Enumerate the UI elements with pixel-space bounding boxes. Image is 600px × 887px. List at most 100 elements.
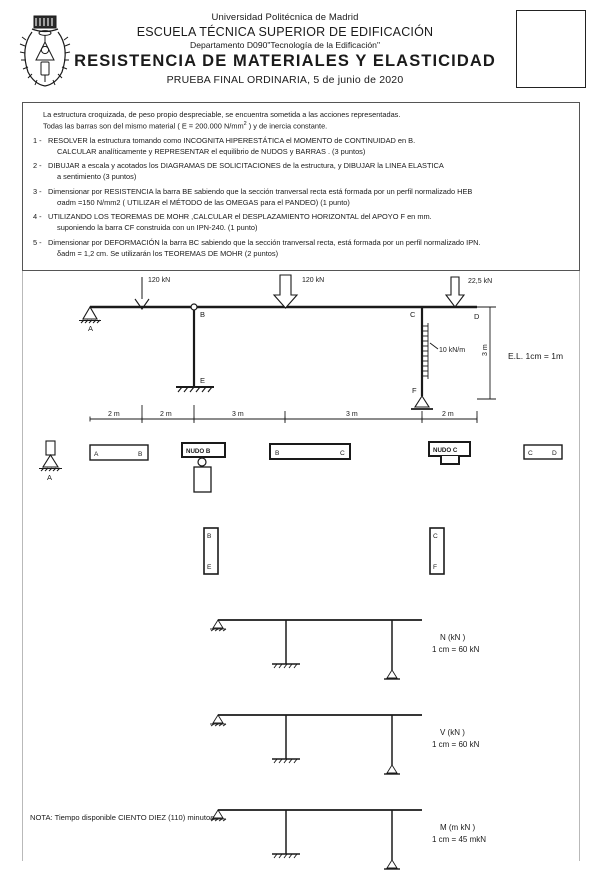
statement-item-3: 3 - Dimensionar por RESISTENCIA la barra…	[33, 187, 571, 208]
dimension-label-3: 3 m	[232, 411, 244, 418]
statement-item-5-line-2: δadm = 1,2 cm. Se utilizarán los TEOREMA…	[57, 248, 279, 258]
school-name: ESCUELA TÉCNICA SUPERIOR DE EDIFICACIÓN	[136, 25, 434, 39]
statement-item-1-number: 1 -	[33, 135, 42, 145]
footer-note: NOTA: Tiempo disponible CIENTO DIEZ (110…	[30, 813, 217, 822]
moment-diagram-title: M (m kN )	[440, 823, 475, 832]
moment-support-f	[384, 859, 400, 870]
node-label-a: A	[88, 324, 93, 333]
statement-item-5-number: 5 -	[33, 237, 42, 247]
dimension-chain	[89, 405, 478, 424]
freebody-node-b-label: NUDO B	[186, 448, 211, 455]
drawing-scale-label: E.L. 1cm = 1m	[508, 351, 563, 361]
support-f	[411, 395, 433, 411]
freebody-node-b-column	[193, 466, 212, 493]
hinge-at-b	[190, 303, 198, 311]
axial-diagram-scale: 1 cm = 60 kN	[432, 645, 480, 654]
shear-support-e	[272, 758, 300, 764]
statement-item-3-line-1: Dimensionar por RESISTENCIA la barra BE …	[48, 186, 473, 196]
dimension-label-5: 2 m	[442, 411, 454, 418]
node-label-b: B	[200, 310, 205, 319]
dimension-label-2: 2 m	[160, 411, 172, 418]
statement-item-4-line-1: UTILIZANDO LOS TEOREMAS DE MOHR ,CALCULA…	[48, 212, 432, 222]
dimension-label-1: 2 m	[108, 411, 120, 418]
freebody-bar-be-top-label: B	[207, 533, 212, 540]
statement-item-4-number: 4 -	[33, 212, 42, 222]
freebody-bar-bc	[269, 443, 351, 461]
support-e	[176, 386, 214, 393]
structure-diagram: A E F B C D 120 kN 120 kN	[79, 274, 563, 424]
shear-support-a	[210, 714, 227, 727]
exam-subtitle: PRUEBA FINAL ORDINARIA, 5 de junio de 20…	[166, 74, 404, 86]
axial-diagram-title: N (kN )	[440, 633, 466, 642]
axial-support-a	[210, 619, 227, 632]
statement-item-5: 5 - Dimensionar por DEFORMACIÓN la barra…	[33, 238, 571, 259]
statement-item-5-line-1: Dimensionar por DEFORMACIÓN la barra BC …	[48, 237, 481, 247]
freebody-support-a-label: A	[47, 473, 52, 482]
load-arrow-1	[134, 277, 150, 311]
vertical-dimension-line	[477, 306, 496, 400]
freebody-row-2: B E C F	[203, 527, 445, 576]
statement-item-1: 1 - RESOLVER la estructura tomando como …	[33, 136, 571, 157]
student-name-box	[516, 10, 586, 88]
node-label-d: D	[474, 312, 480, 321]
sheet-right-rule	[579, 271, 580, 862]
freebody-node-c	[428, 441, 471, 466]
freebody-bar-bc-right-label: C	[340, 450, 345, 457]
load-arrow-3	[444, 276, 466, 309]
node-label-c: C	[410, 310, 416, 319]
freebody-bar-be-bottom-label: E	[207, 564, 212, 571]
sheet-left-rule	[22, 271, 23, 862]
freebody-bar-ab-right-label: B	[138, 451, 143, 458]
dimension-label-4: 3 m	[346, 411, 358, 418]
diagram-template-shear: V (kN ) 1 cm = 60 kN	[210, 714, 480, 775]
shear-support-f	[384, 764, 400, 775]
page-title: RESISTENCIA DE MATERIALES Y ELASTICIDAD	[74, 52, 496, 70]
statement-item-2-line-2: a sentimiento (3 puntos)	[57, 172, 137, 182]
drawing-sheet: A E F B C D 120 kN 120 kN	[22, 271, 580, 870]
load-arrow-2	[272, 274, 299, 310]
moment-support-e	[272, 853, 300, 859]
statement-intro-line-1: La estructura croquizada, de peso propio…	[43, 110, 401, 119]
problem-statement-box: La estructura croquizada, de peso propio…	[22, 102, 580, 272]
load-label-2: 120 kN	[302, 277, 324, 284]
statement-item-4-line-2: suponiendo la barra CF construida con un…	[57, 223, 258, 233]
statement-item-1-line-1: RESOLVER la estructura tomando como INCO…	[48, 135, 416, 145]
axial-support-f	[384, 669, 400, 680]
university-crest-icon	[19, 15, 71, 87]
node-label-e: E	[200, 376, 205, 385]
freebody-bar-cd-left-label: C	[528, 450, 533, 457]
document-header: Universidad Politécnica de Madrid ESCUEL…	[0, 0, 600, 96]
distributed-load-label: 10 kN/m	[439, 347, 465, 354]
statement-item-2-line-1: DIBUJAR a escala y acotados los DIAGRAMA…	[48, 161, 444, 171]
freebody-bar-be	[203, 527, 219, 576]
statement-item-2: 2 - DIBUJAR a escala y acotados los DIAG…	[33, 161, 571, 182]
shear-diagram-scale: 1 cm = 60 kN	[432, 740, 480, 749]
axial-support-e	[272, 663, 300, 669]
freebody-node-c-label: NUDO C	[433, 447, 458, 454]
freebody-node-b	[181, 442, 226, 459]
freebody-bar-cf-bottom-label: F	[433, 564, 437, 571]
statement-item-1-line-2: CALCULAR analíticamente y REPRESENTAR el…	[57, 146, 366, 156]
statement-item-3-line-2: σadm =150 N/mm2 ( UTILIZAR el MÉTODO de …	[57, 197, 350, 207]
freebody-row-1: A A B NUDO B B C NUDO C C D	[39, 440, 563, 493]
freebody-bar-ab	[89, 444, 149, 461]
freebody-bar-bc-left-label: B	[275, 450, 280, 457]
statement-item-2-number: 2 -	[33, 161, 42, 171]
load-label-3: 22,5 kN	[468, 278, 492, 285]
shear-diagram-title: V (kN )	[440, 728, 465, 737]
freebody-node-b-hinge	[197, 457, 207, 467]
node-label-f: F	[412, 386, 417, 395]
load-label-1: 120 kN	[148, 277, 170, 284]
statement-item-4: 4 - UTILIZANDO LOS TEOREMAS DE MOHR ,CAL…	[33, 212, 571, 233]
freebody-bar-cf-top-label: C	[433, 533, 438, 540]
freebody-support-a	[39, 440, 62, 472]
diagram-template-axial: N (kN ) 1 cm = 60 kN	[210, 619, 480, 680]
distributed-load-cf	[422, 323, 439, 380]
support-a	[79, 306, 101, 324]
freebody-bar-ab-left-label: A	[94, 451, 99, 458]
moment-diagram-scale: 1 cm = 45 mkN	[432, 835, 486, 844]
statement-intro-line-2: Todas las barras son del mismo material …	[43, 120, 328, 131]
freebody-bar-cd	[523, 444, 563, 460]
moment-support-a	[210, 809, 227, 822]
freebody-bar-cd-right-label: D	[552, 450, 557, 457]
